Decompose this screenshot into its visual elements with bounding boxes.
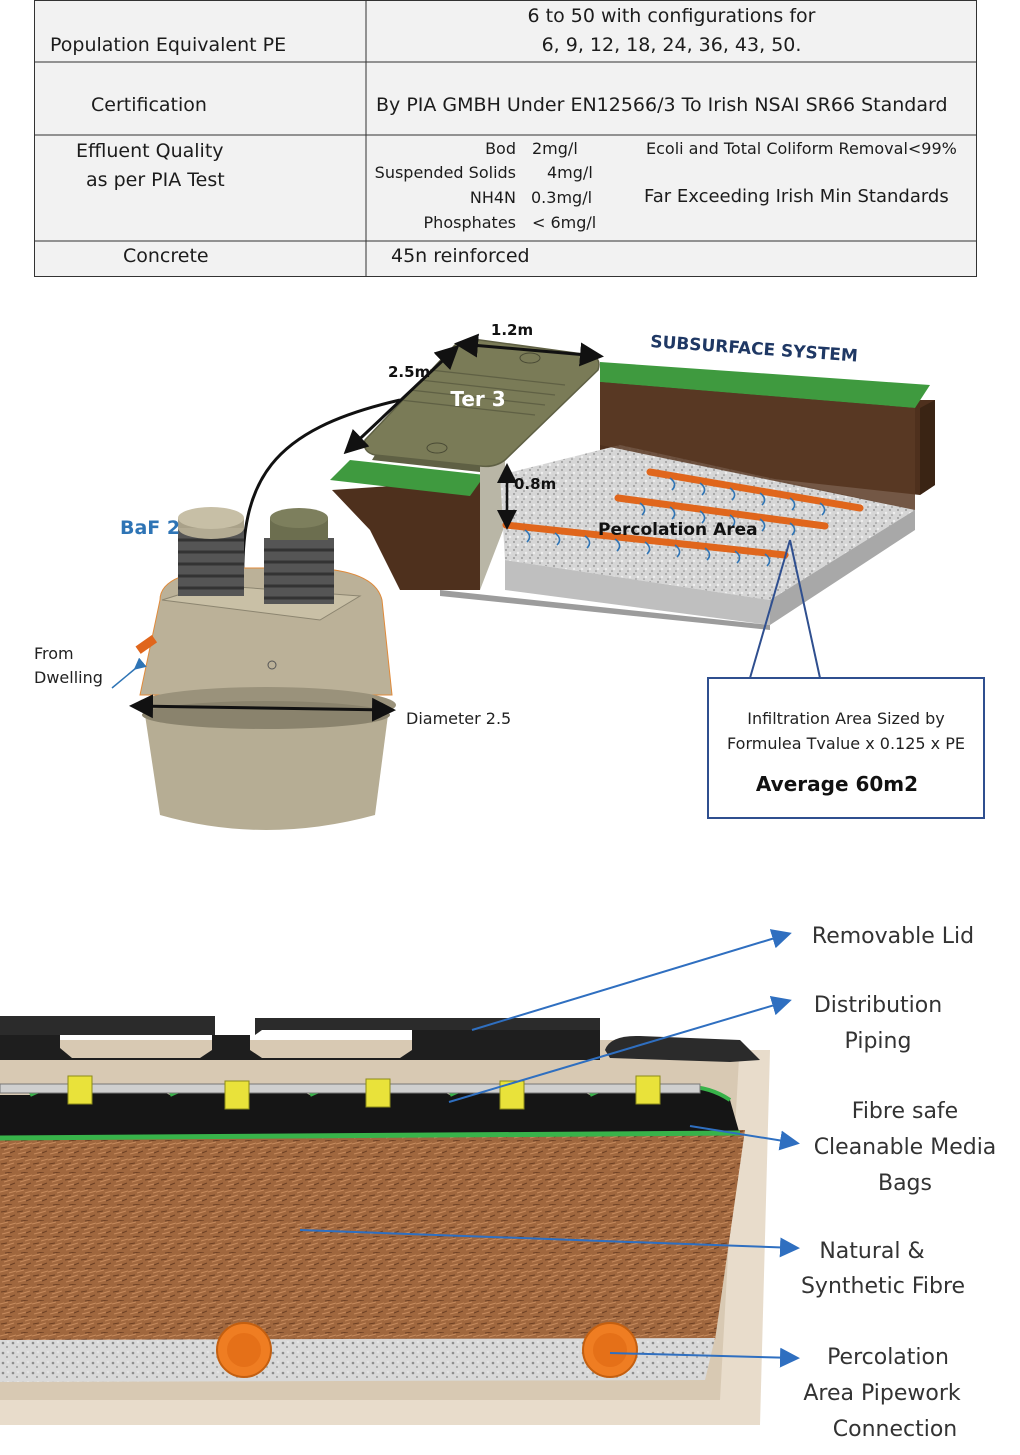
- label-distribution-line2: Piping: [845, 1029, 912, 1054]
- gravel-bed: [440, 445, 915, 630]
- pipe-2: [614, 494, 829, 530]
- spec-table-grid: [34, 0, 977, 277]
- dim-length-arrow: [343, 344, 460, 455]
- dim-width-arrow: [454, 333, 604, 367]
- inlet-arrow: [111, 657, 147, 689]
- pipe-3: [502, 521, 789, 559]
- param-value-nh4n: 0.3mg/l: [531, 188, 593, 207]
- fibre-media: [0, 1130, 745, 1345]
- diameter-arrow: [129, 694, 396, 722]
- label-fibre-line1: Fibre safe: [852, 1099, 958, 1124]
- arrow-distribution: [448, 995, 792, 1103]
- baf2-tank: [135, 507, 396, 830]
- effluent-label-line2: as per PIA Test: [86, 169, 225, 191]
- grass-strip-right: [600, 362, 930, 408]
- inlet-pipe: [135, 634, 158, 654]
- dim-depth-label: 0.8m: [514, 475, 556, 493]
- param-name-nh4n: NH4N: [469, 188, 516, 207]
- pe-value-line2: 6, 9, 12, 18, 24, 36, 43, 50.: [541, 34, 802, 56]
- label-fibre-line3: Bags: [878, 1171, 932, 1196]
- cross-section-diagram: Removable Lid Distribution Piping Fibre …: [0, 900, 1020, 1450]
- effluent-label-line1: Effluent Quality: [76, 140, 224, 162]
- from-label-line1: From: [34, 644, 74, 663]
- removable-lids: [0, 1016, 760, 1062]
- param-value-bod: 2mg/l: [532, 139, 578, 158]
- pipe-clips: [67, 1075, 661, 1110]
- grass-strip-left: [330, 460, 485, 496]
- label-fibre-line2: Cleanable Media: [814, 1135, 997, 1160]
- cross-section-svg: Removable Lid Distribution Piping Fibre …: [0, 924, 997, 1442]
- dim-width-label: 1.2m: [491, 321, 533, 339]
- from-label-line2: Dwelling: [34, 668, 103, 687]
- label-percolation-line3: Connection: [833, 1417, 957, 1442]
- concrete-value: 45n reinforced: [391, 245, 530, 267]
- certification-value: By PIA GMBH Under EN12566/3 To Irish NSA…: [376, 94, 948, 116]
- infiltration-line1: Infiltration Area Sized by: [747, 709, 944, 728]
- label-percolation-line2: Area Pipework: [803, 1381, 961, 1406]
- infiltration-line2: Formulea Tvalue x 0.125 x PE: [727, 734, 965, 753]
- pe-value-line1: 6 to 50 with configurations for: [527, 5, 816, 27]
- label-natural-line2: Synthetic Fibre: [801, 1274, 965, 1299]
- label-distribution-line1: Distribution: [814, 993, 942, 1018]
- percolation-pipe-sections: [216, 1322, 638, 1378]
- param-name-bod: Bod: [485, 139, 516, 158]
- diameter-label: Diameter 2.5: [406, 709, 511, 728]
- arrow-lid: [471, 929, 792, 1031]
- label-natural-line1: Natural &: [819, 1239, 924, 1264]
- percolation-area-label: Percolation Area: [598, 520, 758, 540]
- effluent-note-standards: Far Exceeding Irish Min Standards: [644, 186, 949, 207]
- spec-table: Population Equivalent PE 6 to 50 with co…: [34, 0, 977, 277]
- arrow-fibre-bags: [689, 1125, 800, 1151]
- baf2-label: BaF 2: [120, 517, 180, 539]
- distribution-pipe: [0, 1083, 701, 1094]
- system-diagram-svg: 1.2m 2.5m 0.8m Ter 3 BaF 2 SUBSURFACE SY…: [34, 321, 985, 830]
- gravel-layer: [0, 1338, 715, 1382]
- concrete-label: Concrete: [123, 245, 209, 267]
- callout-pointer: [749, 539, 821, 679]
- arrow-natural-fibre: [299, 1229, 800, 1258]
- param-value-suspended-solids: 4mg/l: [547, 163, 593, 182]
- label-removable-lid: Removable Lid: [812, 924, 974, 949]
- subsurface-label: SUBSURFACE SYSTEM: [650, 332, 859, 366]
- percolation-pipes: [502, 468, 864, 567]
- param-value-phosphates: < 6mg/l: [532, 213, 597, 232]
- dim-length-label: 2.5m: [388, 363, 430, 381]
- param-name-phosphates: Phosphates: [423, 213, 516, 232]
- pe-label: Population Equivalent PE: [50, 34, 287, 56]
- infiltration-callout: [707, 677, 985, 819]
- ter3-label: Ter 3: [450, 387, 505, 411]
- system-diagram: 1.2m 2.5m 0.8m Ter 3 BaF 2 SUBSURFACE SY…: [0, 300, 1020, 860]
- arrow-percolation: [609, 1347, 800, 1368]
- effluent-note-ecoli: Ecoli and Total Coliform Removal<99%: [646, 139, 957, 158]
- label-percolation-line1: Percolation: [827, 1345, 949, 1370]
- param-name-suspended-solids: Suspended Solids: [374, 163, 516, 182]
- pipe-1: [646, 468, 864, 512]
- certification-label: Certification: [91, 94, 207, 116]
- infiltration-average: Average 60m2: [756, 772, 918, 796]
- soil-block-left: [330, 460, 485, 590]
- riser-right: [264, 508, 334, 604]
- riser-left: [178, 507, 244, 596]
